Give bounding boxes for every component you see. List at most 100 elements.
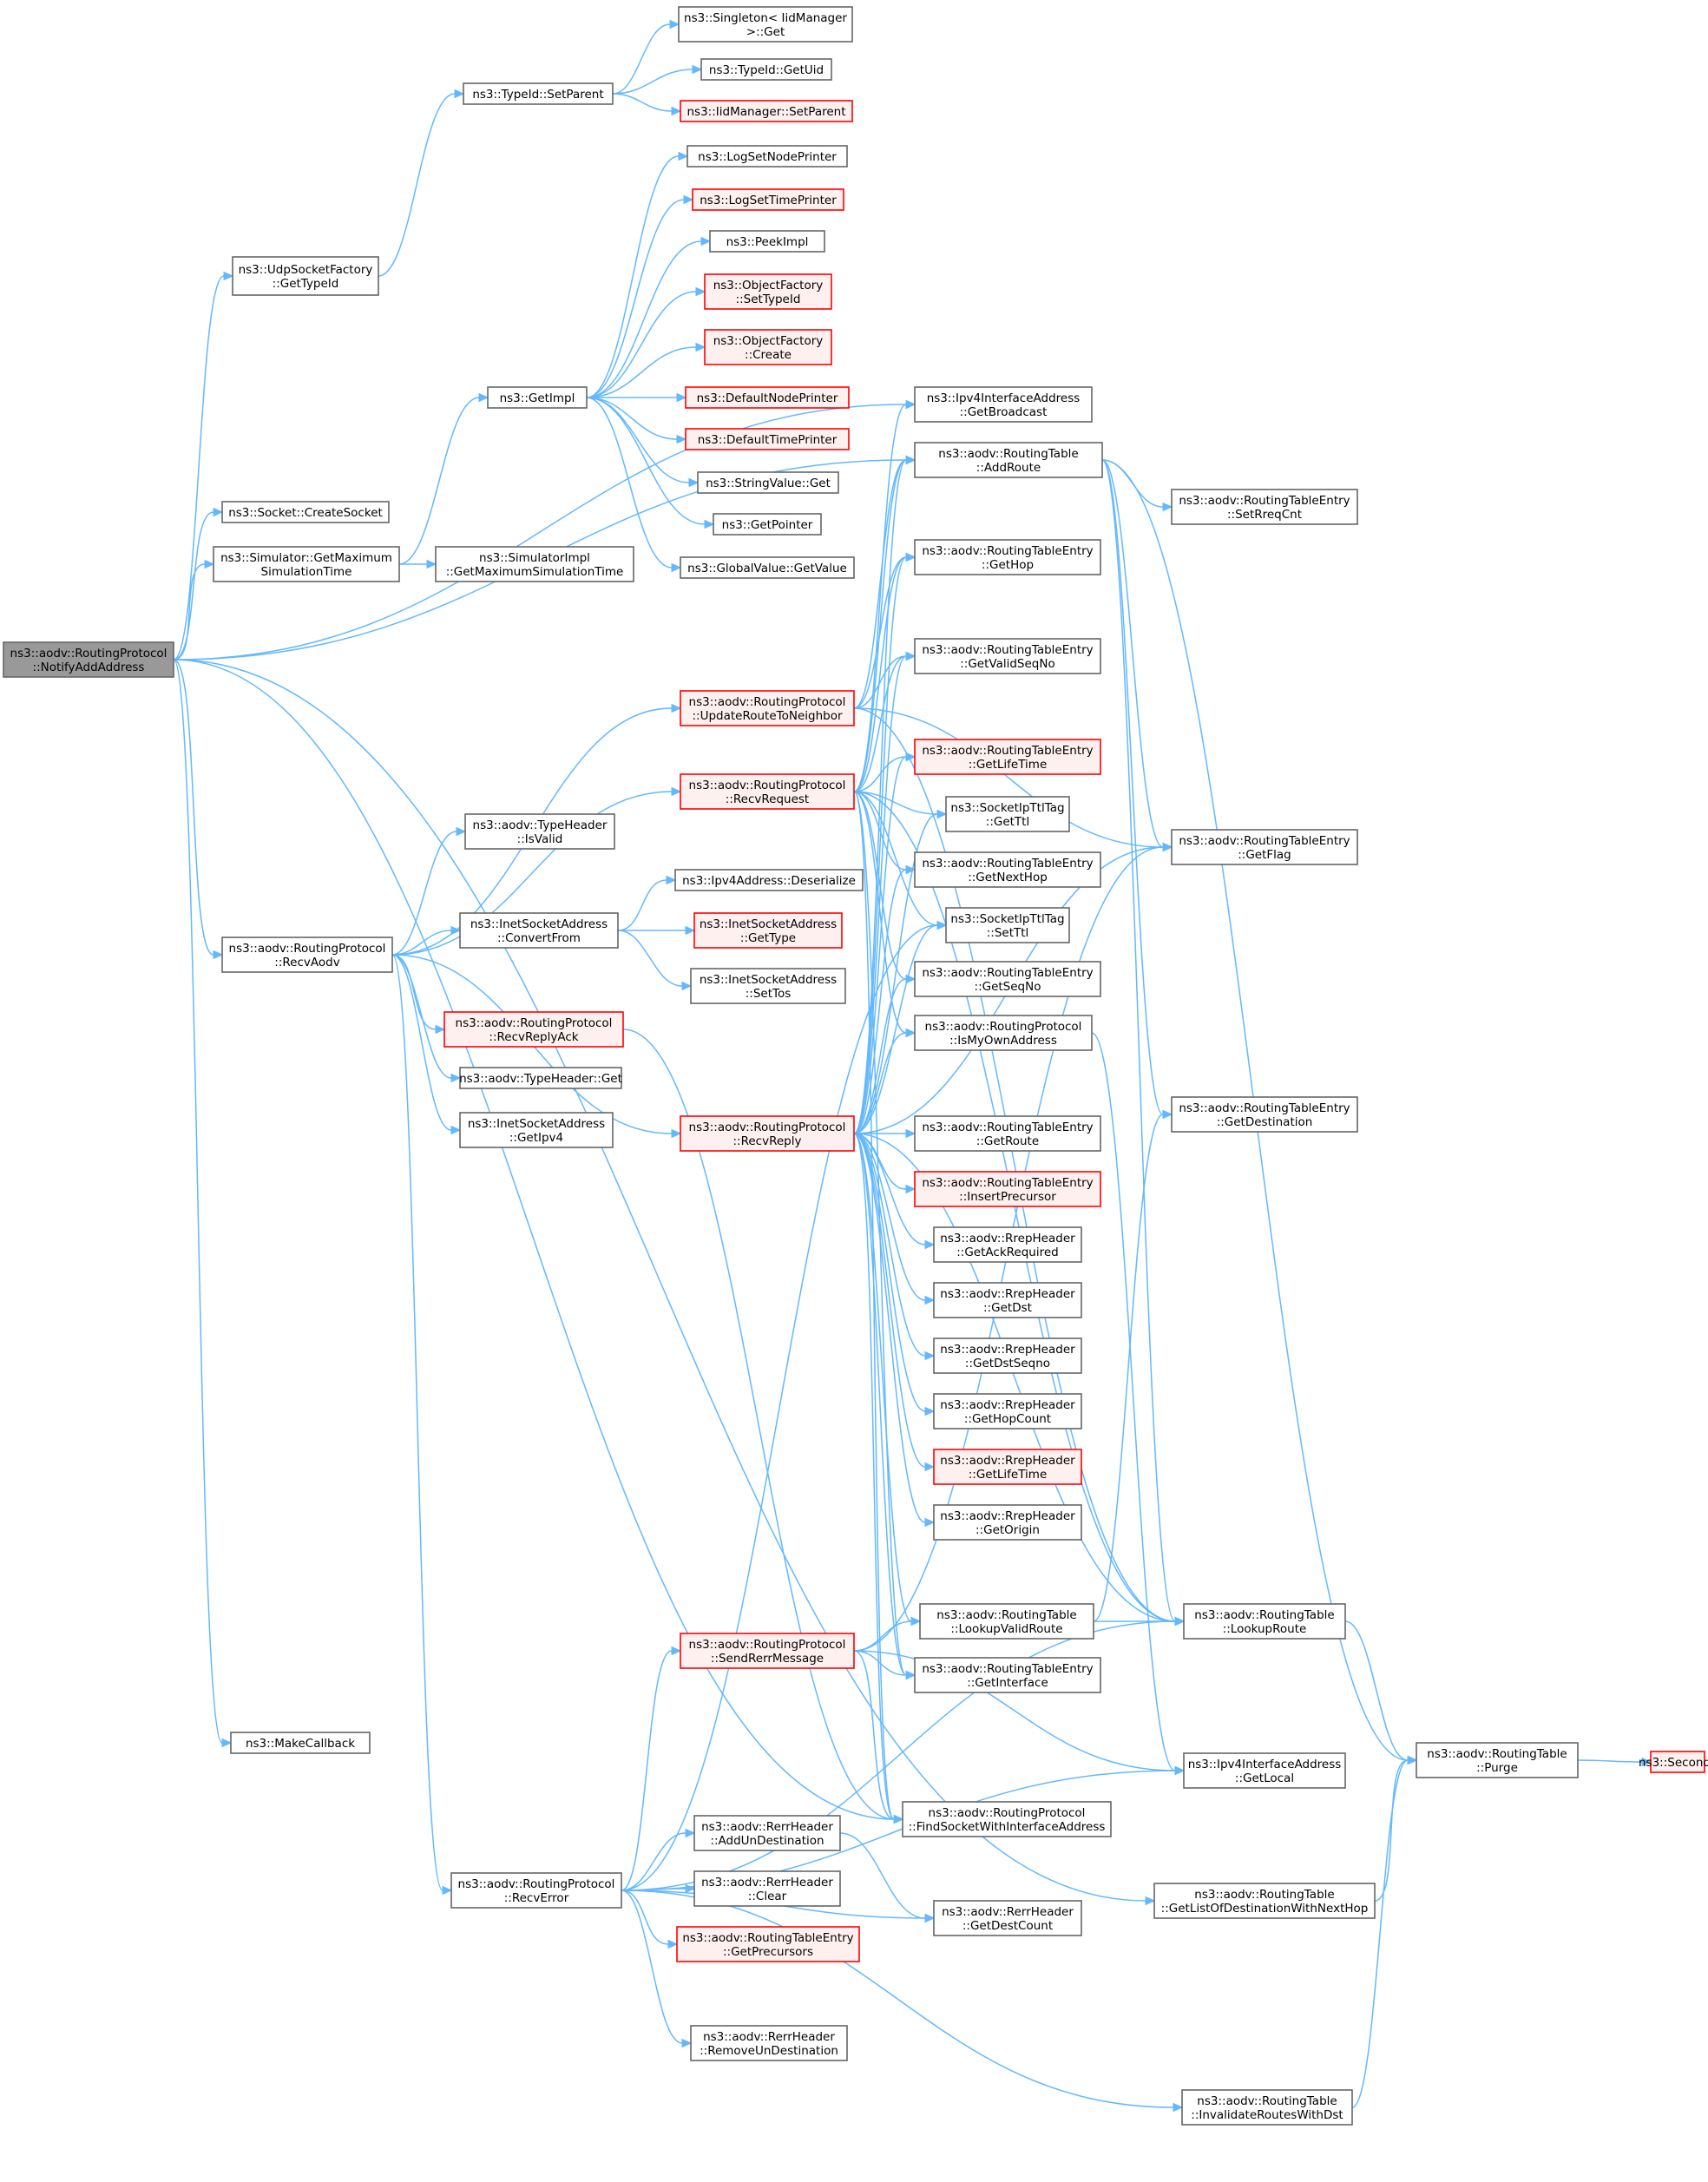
node-tag-set-ttl[interactable]: ns3::SocketIpTtlTag::SetTtl (945, 907, 1070, 943)
node-isaget-type[interactable]: ns3::InetSocketAddress::GetType (693, 912, 843, 949)
node-recv-request[interactable]: ns3::aodv::RoutingProtocol::RecvRequest (680, 773, 855, 810)
edge-arrowhead (681, 2038, 693, 2048)
node-invalidate-routes[interactable]: ns3::aodv::RoutingTable::InvalidateRoute… (1181, 2089, 1353, 2126)
node-get-route[interactable]: ns3::aodv::RoutingTableEntry::GetRoute (914, 1115, 1101, 1152)
node-get-impl[interactable]: ns3::GetImpl (487, 386, 588, 409)
node-get-pointer[interactable]: ns3::GetPointer (713, 513, 822, 536)
node-get-dest-count[interactable]: ns3::aodv::RerrHeader::GetDestCount (933, 1900, 1082, 1936)
edge-line (853, 459, 907, 792)
node-get-ack-required[interactable]: ns3::aodv::RrepHeader::GetAckRequired (933, 1226, 1082, 1263)
edge-arrowhead (700, 236, 712, 246)
node-udp-get-type-id[interactable]: ns3::UdpSocketFactory::GetTypeId (232, 256, 379, 296)
node-recv-error[interactable]: ns3::aodv::RoutingProtocol::RecvError (450, 1872, 622, 1909)
node-singleton-get[interactable]: ns3::Singleton< IidManager>::Get (678, 6, 853, 43)
node-notify-add-address[interactable]: ns3::aodv::RoutingProtocol::NotifyAddAdd… (3, 641, 174, 678)
node-sim-impl-get-max[interactable]: ns3::SimulatorImpl::GetMaximumSimulation… (435, 546, 634, 582)
node-get-precursors[interactable]: ns3::aodv::RoutingTableEntry::GetPrecurs… (676, 1926, 860, 1962)
node-label: ns3::aodv::RerrHeader (942, 1905, 1074, 1919)
node-rrep-get-life-time[interactable]: ns3::aodv::RrepHeader::GetLifeTime (933, 1449, 1082, 1485)
node-ofset-type-id[interactable]: ns3::ObjectFactory::SetTypeId (704, 273, 832, 310)
node-box (1650, 1751, 1705, 1773)
node-get-destination[interactable]: ns3::aodv::RoutingTableEntry::GetDestina… (1171, 1096, 1358, 1133)
node-make-callback[interactable]: ns3::MakeCallback (230, 1732, 371, 1754)
node-label: ::GetNextHop (968, 871, 1048, 884)
node-get-list-of-dest[interactable]: ns3::aodv::RoutingTable::GetListOfDestin… (1153, 1883, 1376, 1919)
node-set-rreq-cnt[interactable]: ns3::aodv::RoutingTableEntry::SetRreqCnt (1171, 489, 1358, 525)
node-send-rerr-message[interactable]: ns3::aodv::RoutingProtocol::SendRerrMess… (680, 1633, 855, 1669)
node-get-ipv4[interactable]: ns3::InetSocketAddress::GetIpv4 (459, 1112, 614, 1148)
edge-line (612, 93, 673, 112)
edge-arrowhead (671, 786, 682, 797)
node-iid-set-parent[interactable]: ns3::IidManager::SetParent (680, 100, 853, 122)
node-rerr-clear[interactable]: ns3::aodv::RerrHeader::Clear (693, 1870, 841, 1907)
edge-line (173, 404, 907, 661)
node-update-route-to-neighbor[interactable]: ns3::aodv::RoutingProtocol::UpdateRouteT… (680, 690, 855, 726)
node-ipv4-addr-deserialize[interactable]: ns3::Ipv4Address::Deserialize (674, 869, 864, 891)
edge-arrowhead (683, 194, 694, 205)
node-ofcreate[interactable]: ns3::ObjectFactory::Create (704, 329, 832, 365)
node-type-header-get[interactable]: ns3::aodv::TypeHeader::Get (459, 1067, 622, 1089)
node-get-interface[interactable]: ns3::aodv::RoutingTableEntry::GetInterfa… (914, 1657, 1101, 1693)
node-log-set-node-printer[interactable]: ns3::LogSetNodePrinter (686, 145, 848, 168)
node-remove-un-destination[interactable]: ns3::aodv::RerrHeader::RemoveUnDestinati… (690, 2025, 848, 2061)
node-label: ::GetInterface (967, 1676, 1048, 1690)
node-log-set-time-printer[interactable]: ns3::LogSetTimePrinter (692, 188, 844, 211)
node-get-origin[interactable]: ns3::aodv::RrepHeader::GetOrigin (933, 1504, 1082, 1541)
node-get-flag[interactable]: ns3::aodv::RoutingTableEntry::GetFlag (1171, 829, 1358, 865)
node-label: ns3::aodv::RoutingTableEntry (1179, 494, 1350, 508)
node-type-id-set-parent[interactable]: ns3::TypeId::SetParent (463, 82, 614, 105)
edge-arrowhead (910, 1616, 922, 1627)
node-label: ns3::aodv::RoutingProtocol (456, 1016, 613, 1030)
node-type-id-get-uid[interactable]: ns3::TypeId::GetUid (700, 58, 832, 81)
node-get-hop-count[interactable]: ns3::aodv::RrepHeader::GetHopCount (933, 1393, 1082, 1429)
edge-line (621, 1832, 686, 1891)
node-recv-reply-ack[interactable]: ns3::aodv::RoutingProtocol::RecvReplyAck (443, 1011, 624, 1048)
node-purge[interactable]: ns3::aodv::RoutingTable::Purge (1416, 1742, 1579, 1778)
node-insert-precursor[interactable]: ns3::aodv::RoutingTableEntry::InsertPrec… (914, 1171, 1101, 1207)
node-label: ::Purge (1476, 1761, 1518, 1775)
node-get-seq-no[interactable]: ns3::aodv::RoutingTableEntry::GetSeqNo (914, 961, 1101, 997)
node-recv-reply[interactable]: ns3::aodv::RoutingProtocol::RecvReply (680, 1115, 855, 1152)
edge-line (853, 556, 907, 792)
node-box (692, 188, 844, 211)
edge-line (586, 240, 702, 398)
node-lookup-route[interactable]: ns3::aodv::RoutingTable::LookupRoute (1183, 1603, 1346, 1640)
edge-arrowhead (685, 1883, 696, 1894)
node-get-max-sim-time[interactable]: ns3::Simulator::GetMaximumSimulationTime (213, 546, 400, 582)
node-recv-aodv[interactable]: ns3::aodv::RoutingProtocol::RecvAodv (221, 937, 393, 973)
node-default-time-printer[interactable]: ns3::DefaultTimePrinter (685, 428, 850, 450)
node-label: ns3::InetSocketAddress (700, 973, 837, 987)
node-label: ns3::aodv::RoutingProtocol (10, 647, 168, 661)
node-tag-get-ttl[interactable]: ns3::SocketIpTtlTag::GetTtl (945, 796, 1070, 832)
node-label: ::GetBroadcast (960, 405, 1048, 419)
node-get-dst-seqno[interactable]: ns3::aodv::RrepHeader::GetDstSeqno (933, 1337, 1082, 1374)
node-seconds[interactable]: ns3::Seconds (1639, 1751, 1708, 1773)
node-string-value-get[interactable]: ns3::StringValue::Get (697, 471, 839, 494)
edge-arrowhead (435, 1024, 446, 1035)
node-lookup-valid-route[interactable]: ns3::aodv::RoutingTable::LookupValidRout… (919, 1603, 1094, 1640)
node-find-socket[interactable]: ns3::aodv::RoutingProtocol::FindSocketWi… (902, 1801, 1112, 1837)
node-add-route[interactable]: ns3::aodv::RoutingTable::AddRoute (914, 442, 1103, 478)
node-default-node-printer[interactable]: ns3::DefaultNodePrinter (685, 386, 850, 409)
node-get-hop[interactable]: ns3::aodv::RoutingTableEntry::GetHop (914, 539, 1101, 575)
node-add-un-destination[interactable]: ns3::aodv::RerrHeader::AddUnDestination (693, 1815, 841, 1851)
node-peek-impl[interactable]: ns3::PeekImpl (709, 230, 825, 253)
node-get-valid-seq-no[interactable]: ns3::aodv::RoutingTableEntry::GetValidSe… (914, 638, 1101, 674)
node-box (1183, 1752, 1346, 1789)
node-set-tos[interactable]: ns3::InetSocketAddress::SetTos (690, 968, 846, 1004)
node-get-local[interactable]: ns3::Ipv4InterfaceAddress::GetLocal (1183, 1752, 1346, 1789)
node-global-value-get-value[interactable]: ns3::GlobalValue::GetValue (680, 556, 855, 579)
node-label: ns3::aodv::RrepHeader (940, 1232, 1075, 1245)
node-rteget-life-time[interactable]: ns3::aodv::RoutingTableEntry::GetLifeTim… (914, 739, 1101, 775)
edge-line (398, 397, 480, 565)
node-label: ns3::Seconds (1639, 1756, 1708, 1770)
node-convert-from[interactable]: ns3::InetSocketAddress::ConvertFrom (459, 912, 619, 949)
node-get-next-hop[interactable]: ns3::aodv::RoutingTableEntry::GetNextHop (914, 851, 1101, 888)
node-get-dst[interactable]: ns3::aodv::RrepHeader::GetDst (933, 1282, 1082, 1318)
node-box (704, 329, 832, 365)
node-is-my-own-address[interactable]: ns3::aodv::RoutingProtocol::IsMyOwnAddre… (914, 1015, 1093, 1051)
node-label: ::IsValid (517, 832, 563, 846)
node-type-header-is-valid[interactable]: ns3::aodv::TypeHeader::IsValid (464, 813, 615, 850)
node-get-broadcast[interactable]: ns3::Ipv4InterfaceAddress::GetBroadcast (914, 386, 1093, 423)
node-create-socket[interactable]: ns3::Socket::CreateSocket (221, 501, 390, 523)
